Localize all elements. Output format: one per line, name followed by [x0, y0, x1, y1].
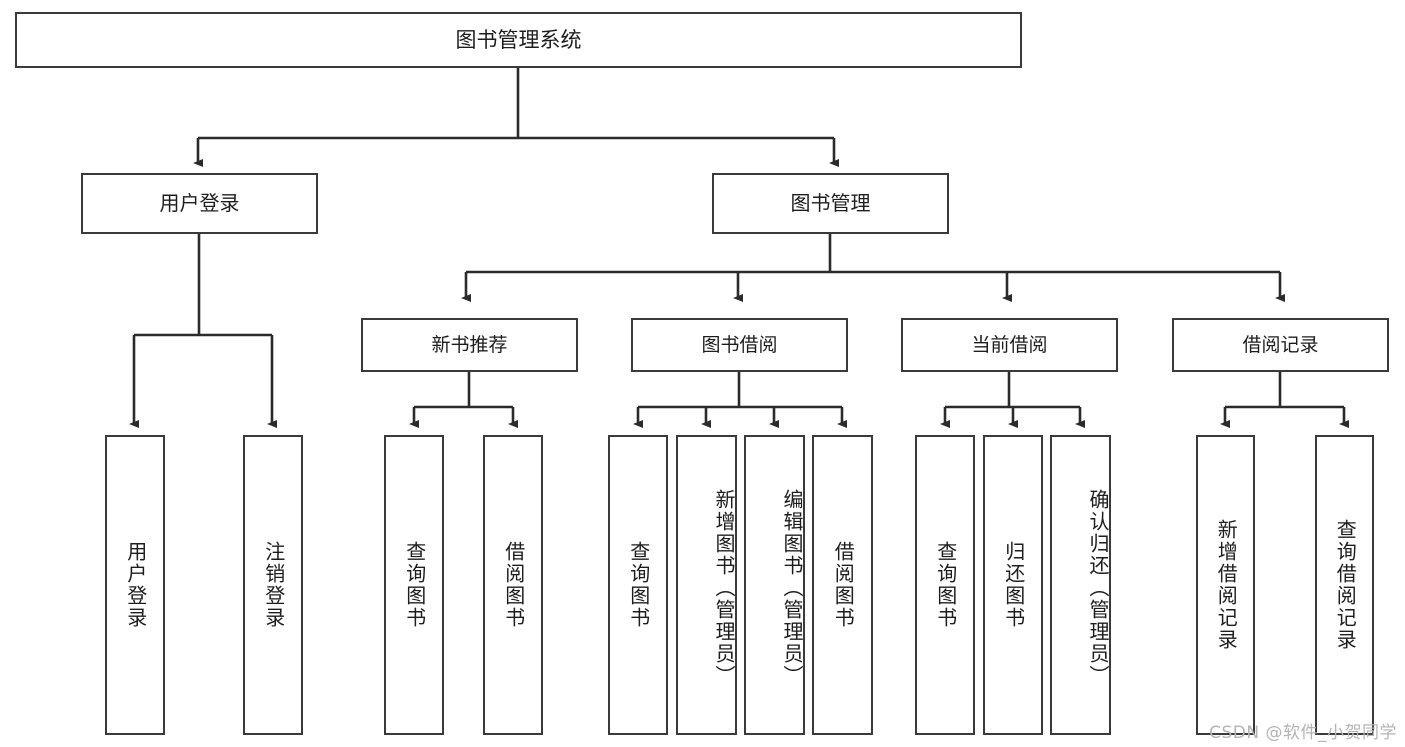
- node-leaf-query-book-2-label: 查询图书: [626, 541, 651, 629]
- node-leaf-query-book-3-label: 查询图书: [933, 541, 958, 629]
- node-leaf-add-book[interactable]: 新增图书（管理员）: [676, 435, 737, 735]
- node-leaf-edit-book[interactable]: 编辑图书（管理员）: [744, 435, 805, 735]
- node-leaf-query-book-1[interactable]: 查询图书: [384, 435, 444, 735]
- node-root-label: 图书管理系统: [455, 27, 582, 52]
- node-leaf-user-logout-label: 注销登录: [261, 541, 286, 629]
- node-leaf-edit-book-label: 编辑图书（管理员）: [780, 489, 804, 687]
- node-leaf-borrow-book-1[interactable]: 借阅图书: [483, 435, 543, 735]
- node-leaf-query-book-1-label: 查询图书: [402, 541, 427, 629]
- node-borrow-record[interactable]: 借阅记录: [1172, 318, 1389, 372]
- node-new-book-rec[interactable]: 新书推荐: [361, 318, 578, 372]
- node-user-login[interactable]: 用户登录: [81, 173, 318, 234]
- node-leaf-add-record[interactable]: 新增借阅记录: [1196, 435, 1255, 735]
- node-leaf-user-login[interactable]: 用户登录: [105, 435, 165, 735]
- node-borrow-record-label: 借阅记录: [1242, 333, 1319, 356]
- node-user-login-label: 用户登录: [159, 190, 240, 215]
- node-leaf-confirm-return[interactable]: 确认归还（管理员）: [1050, 435, 1111, 735]
- node-leaf-borrow-book-1-label: 借阅图书: [501, 541, 526, 629]
- node-leaf-add-record-label: 新增借阅记录: [1214, 519, 1239, 651]
- node-leaf-user-logout[interactable]: 注销登录: [243, 435, 303, 735]
- node-leaf-query-record[interactable]: 查询借阅记录: [1315, 435, 1374, 735]
- node-leaf-query-book-3[interactable]: 查询图书: [915, 435, 975, 735]
- node-leaf-add-book-label: 新增图书（管理员）: [712, 489, 736, 687]
- csdn-watermark: CSDN @软件_小贺同学: [1209, 723, 1397, 743]
- node-leaf-confirm-return-label: 确认归还（管理员）: [1086, 489, 1110, 687]
- node-root[interactable]: 图书管理系统: [15, 12, 1022, 68]
- node-current-borrow[interactable]: 当前借阅: [901, 318, 1118, 372]
- node-leaf-user-login-label: 用户登录: [123, 541, 148, 629]
- node-book-manage-label: 图书管理: [790, 190, 871, 215]
- node-leaf-query-record-label: 查询借阅记录: [1333, 519, 1358, 651]
- node-leaf-query-book-2[interactable]: 查询图书: [608, 435, 668, 735]
- node-leaf-borrow-book-2-label: 借阅图书: [831, 541, 856, 629]
- node-book-borrow[interactable]: 图书借阅: [631, 318, 848, 372]
- node-leaf-borrow-book-2[interactable]: 借阅图书: [812, 435, 873, 735]
- node-leaf-return-book-label: 归还图书: [1001, 541, 1026, 629]
- node-book-borrow-label: 图书借阅: [701, 333, 778, 356]
- node-current-borrow-label: 当前借阅: [971, 333, 1048, 356]
- node-new-book-rec-label: 新书推荐: [431, 333, 508, 356]
- node-leaf-return-book[interactable]: 归还图书: [983, 435, 1043, 735]
- node-book-manage[interactable]: 图书管理: [712, 173, 949, 234]
